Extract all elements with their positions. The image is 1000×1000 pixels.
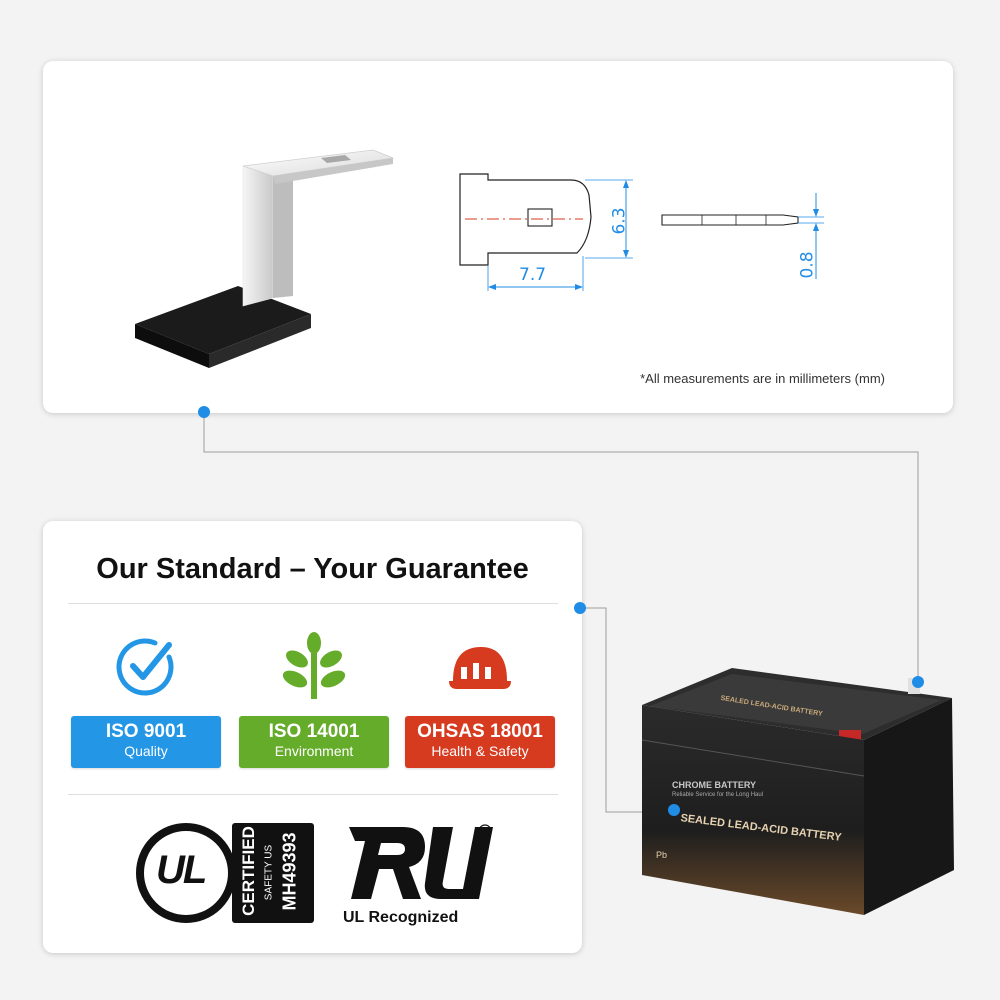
badge-subtitle: Quality xyxy=(124,743,168,759)
guarantee-title: Our Standard – Your Guarantee xyxy=(96,553,529,585)
ohsas-18001-badge: OHSAS 18001 Health & Safety xyxy=(405,716,555,768)
ul-certified-panel xyxy=(232,823,314,923)
badge-title: OHSAS 18001 xyxy=(417,721,543,742)
terminal-front-drawing xyxy=(459,173,633,291)
badge-title: ISO 9001 xyxy=(105,721,187,742)
thickness-dimension-label: 0.8 xyxy=(797,251,818,279)
height-dimension-label: 6.3 xyxy=(609,207,630,235)
check-circle-icon xyxy=(116,638,174,696)
battery-label-dot xyxy=(668,804,680,816)
terminal-illustration xyxy=(135,149,395,368)
terminal-callout-dot xyxy=(198,406,210,418)
battery-tagline: Reliable Service for the Long Haul xyxy=(672,792,764,798)
battery-brand: CHROME BATTERY xyxy=(672,780,756,790)
measurement-note: *All measurements are in millimeters (mm… xyxy=(640,371,885,386)
ul-recognized-logo xyxy=(349,824,493,899)
plant-icon xyxy=(282,632,346,699)
badge-subtitle: Health & Safety xyxy=(431,743,529,759)
width-dimension-label: 7.7 xyxy=(519,265,547,285)
iso-14001-badge: ISO 14001 Environment xyxy=(239,716,389,768)
terminal-specs-card: 7.7 6.3 0.8 *All measurements are in mil… xyxy=(43,61,953,413)
ul-certified-text: CERTIFIED xyxy=(239,826,258,916)
terminal-side-drawing xyxy=(661,193,824,279)
ul-certified-mark: UL CERTIFIED SAFETY US MH49393 xyxy=(136,821,316,926)
ul-letters: UL xyxy=(156,848,207,892)
ul-safety-text: SAFETY US xyxy=(263,844,275,901)
battery-terminal-dot xyxy=(912,676,924,688)
hard-hat-icon xyxy=(449,647,511,689)
badge-title: ISO 14001 xyxy=(268,721,360,742)
ul-recognized-mark: UL Recognized xyxy=(343,821,493,931)
ul-file-number: MH49393 xyxy=(279,832,300,911)
ul-recognized-label: UL Recognized xyxy=(343,909,459,926)
iso-9001-badge: ISO 9001 Quality xyxy=(71,716,221,768)
guarantee-card: Our Standard – Your Guarantee ISO 9001 Q… xyxy=(43,521,582,953)
battery-pb-label: Pb xyxy=(656,850,668,860)
battery-image xyxy=(641,668,954,915)
badge-divider xyxy=(68,794,558,795)
title-divider xyxy=(68,603,558,604)
guarantee-callout-dot xyxy=(574,602,586,614)
badge-subtitle: Environment xyxy=(274,743,354,759)
